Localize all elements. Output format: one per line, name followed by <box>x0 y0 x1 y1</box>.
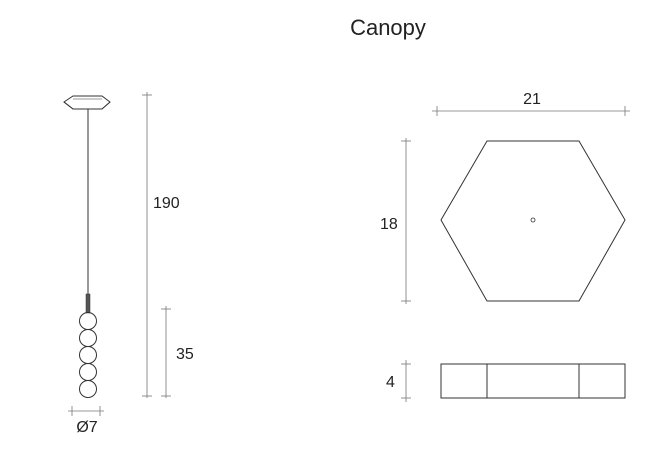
canopy-depth-dimension-line <box>401 138 411 304</box>
diameter-dimension-line <box>68 406 104 416</box>
canopy-depth-label: 18 <box>380 216 398 233</box>
canopy-height-label: 4 <box>386 374 395 391</box>
canopy-side-view <box>440 363 626 399</box>
diameter-label: Ø7 <box>76 419 97 436</box>
canopy-title: Canopy <box>350 15 426 40</box>
pendant-canopy <box>63 95 111 110</box>
shade-height-label: 35 <box>176 346 194 363</box>
pendant-cord-grip <box>85 293 91 314</box>
canopy-width-dimension-line <box>432 106 630 116</box>
canopy-center-hole <box>530 217 536 223</box>
canopy-top-view <box>440 140 626 302</box>
height-dimension-line <box>142 92 152 398</box>
pendant-spheres <box>79 312 97 398</box>
total-height-label: 190 <box>153 195 180 212</box>
pendant-side-view <box>63 95 111 398</box>
canopy-height-dimension-line <box>401 360 411 402</box>
shade-height-dimension-line <box>161 306 171 398</box>
canopy-width-label: 21 <box>523 91 541 108</box>
